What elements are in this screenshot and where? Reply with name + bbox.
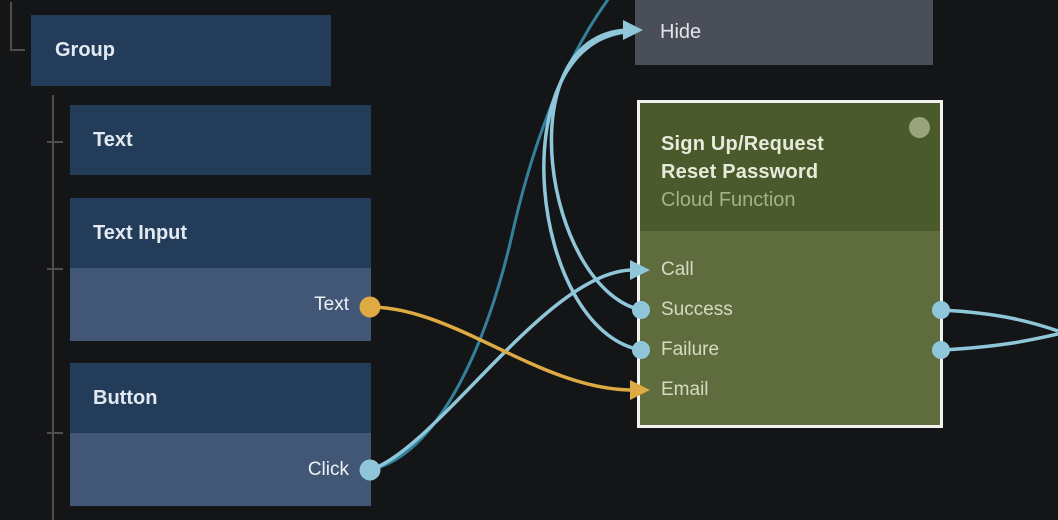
cloud-function-header: Sign Up/Request Reset Password Cloud Fun… [640,103,940,231]
node-group-title: Group [55,39,115,61]
status-dot-icon [909,117,930,138]
tree-connector-group [10,2,25,51]
node-text[interactable]: Text [70,105,371,175]
port-label-text: Text [314,293,349,315]
connection-success-to-hide[interactable] [549,28,642,312]
node-button-port-row[interactable]: Click [70,433,371,506]
node-text-input[interactable]: Text Input [70,198,371,268]
node-button[interactable]: Button [70,363,371,433]
connection-failure-to-offscreen[interactable] [940,332,1058,352]
port-label-success: Success [661,299,733,320]
port-row-call[interactable]: Call [640,250,940,290]
node-text-input-port-row[interactable]: Text [70,268,371,341]
node-button-title: Button [93,386,158,409]
port-label-email: Email [661,379,709,400]
node-hide-title: Hide [660,21,702,43]
cloud-function-body: Call Success Failure Email [640,231,940,410]
node-hide[interactable]: Hide [635,0,933,65]
cloud-function-subtitle: Cloud Function [661,189,796,211]
port-row-failure[interactable]: Failure [640,330,940,370]
node-group[interactable]: Group [31,15,331,86]
connection-click-to-call[interactable] [369,268,634,472]
connection-click-to-offscreen[interactable] [369,0,612,472]
node-text-input-title: Text Input [93,221,188,244]
port-label-failure: Failure [661,339,720,360]
port-row-success[interactable]: Success [640,290,940,330]
cloud-function-title-line1: Sign Up/Request [661,133,825,155]
port-label-click: Click [307,458,349,480]
port-label-call: Call [661,259,694,280]
connection-failure-to-hide[interactable] [542,30,642,352]
port-row-email[interactable]: Email [640,370,940,410]
cloud-function-title-line2: Reset Password [661,161,819,183]
node-text-title: Text [93,128,133,151]
connection-text-to-email[interactable] [369,305,634,392]
node-cloud-function[interactable]: Sign Up/Request Reset Password Cloud Fun… [637,100,943,428]
connection-success-to-offscreen[interactable] [940,308,1058,333]
